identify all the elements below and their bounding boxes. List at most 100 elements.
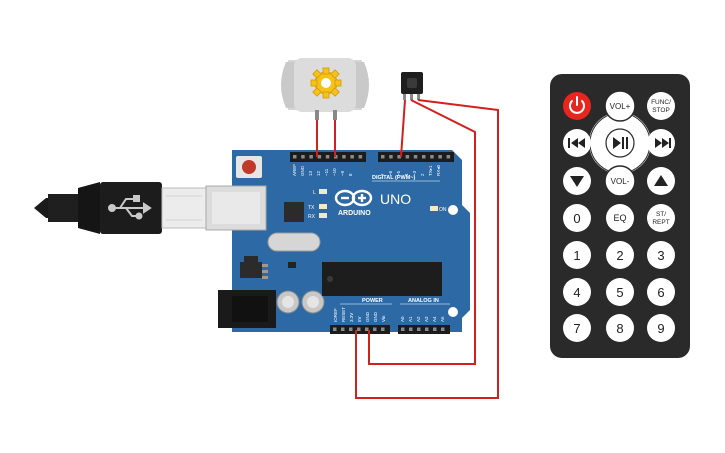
pin-hole[interactable] — [309, 155, 313, 159]
wires — [316, 99, 499, 399]
ir-receiver[interactable] — [401, 72, 423, 100]
pin-label-reset: RESET — [341, 307, 346, 322]
pin-label-9: ~9 — [340, 170, 345, 176]
remote-down-button[interactable] — [563, 167, 591, 195]
pin-hole[interactable] — [365, 327, 369, 332]
led-rx-label: RX — [308, 214, 316, 220]
remote-vol-down-button[interactable]: VOL- — [604, 165, 636, 197]
pin-label-10: ~10 — [332, 168, 337, 176]
func-label-line1: FUNC/ — [651, 99, 671, 106]
pin-hole[interactable] — [381, 155, 385, 159]
pin-hole[interactable] — [358, 155, 363, 159]
pin-hole[interactable] — [381, 327, 385, 332]
led-on — [430, 206, 438, 211]
pin-hole[interactable] — [317, 155, 322, 159]
pin-hole[interactable] — [373, 327, 377, 332]
pin-hole[interactable] — [430, 155, 434, 159]
pin-label-12: 12 — [316, 170, 321, 176]
remote-button-8[interactable]: 8 — [606, 314, 634, 342]
remote-up-button[interactable] — [647, 167, 675, 195]
remote-st-rept-button[interactable]: ST/ REPT — [647, 204, 675, 232]
func-label-line2: STOP — [652, 107, 670, 114]
remote-button-9[interactable]: 9 — [647, 314, 675, 342]
remote-button-7[interactable]: 7 — [563, 314, 591, 342]
next-track-icon — [655, 138, 671, 148]
pin-hole[interactable] — [438, 155, 442, 159]
atmega328-chip — [322, 262, 442, 296]
remote-next-button[interactable] — [647, 129, 675, 157]
pin-hole[interactable] — [333, 327, 337, 332]
analog-header — [398, 325, 450, 334]
remote-button-0[interactable]: 0 — [563, 204, 591, 232]
crystal-oscillator — [267, 232, 321, 252]
power-icon — [569, 96, 585, 114]
pin-label-aref: AREF — [292, 164, 297, 176]
remote-button-4[interactable]: 4 — [563, 278, 591, 306]
remote-power-button[interactable] — [563, 92, 591, 120]
usb-cable[interactable] — [34, 182, 207, 234]
arduino-infinity-logo-icon — [334, 189, 373, 207]
pin-label-a1: A1 — [408, 316, 413, 322]
remote-button-1[interactable]: 1 — [563, 241, 591, 269]
pin-hole[interactable] — [301, 155, 305, 159]
vol-up-label-top: VOL+ — [610, 102, 631, 111]
pin-hole[interactable] — [405, 155, 410, 159]
pin-hole[interactable] — [350, 155, 354, 159]
pin-hole[interactable] — [293, 155, 297, 159]
dc-motor[interactable] — [281, 58, 369, 120]
gear-icon — [310, 67, 342, 99]
play-pause-icon — [613, 137, 628, 149]
button-4-label: 4 — [573, 285, 580, 300]
pin-hole[interactable] — [425, 327, 429, 332]
button-8-label: 8 — [616, 321, 623, 336]
remote-button-2[interactable]: 2 — [606, 241, 634, 269]
pin-label-4: 4 — [404, 173, 409, 176]
pin-label-vin: Vin — [381, 315, 386, 322]
capacitor — [276, 290, 300, 314]
pin-hole[interactable] — [433, 327, 437, 332]
pin-label-13: 13 — [308, 170, 313, 176]
pin-hole[interactable] — [342, 155, 346, 159]
remote-prev-button[interactable] — [563, 129, 591, 157]
button-9-label: 9 — [657, 321, 664, 336]
remote-play-pause-button[interactable] — [605, 128, 635, 158]
pin-label-a4: A4 — [432, 316, 437, 322]
pin-hole[interactable] — [422, 155, 426, 159]
vol-down-label: VOL- — [611, 177, 630, 186]
remote-button-3[interactable]: 3 — [647, 241, 675, 269]
arduino-uno-board[interactable]: L TX RX ON ARDUINO UNO DIGITAL (PWM~) AR… — [205, 150, 470, 334]
remote-func-stop-button[interactable]: FUNC/ STOP — [647, 92, 675, 120]
mounting-hole — [448, 205, 458, 215]
pin-label-2: 2 — [420, 173, 425, 176]
mounting-hole — [448, 307, 458, 317]
pin-label-rx: RX◂0 — [436, 164, 441, 176]
led-l-label: L — [313, 190, 316, 196]
pin-hole[interactable] — [409, 327, 413, 332]
pin-label-a5: A5 — [440, 316, 445, 322]
pin-hole[interactable] — [441, 327, 445, 332]
remote-eq-button[interactable]: EQ — [606, 204, 634, 232]
st-label-line1: ST/ — [656, 211, 666, 218]
arrow-down-icon — [570, 176, 584, 187]
power-label: POWER — [362, 298, 383, 304]
pin-hole[interactable] — [349, 327, 353, 332]
pin-label-a3: A3 — [424, 316, 429, 322]
pin-hole[interactable] — [446, 155, 451, 159]
pin-hole[interactable] — [401, 327, 405, 332]
pin-hole[interactable] — [357, 327, 361, 332]
pin-label-3v3: 3.3V — [349, 313, 354, 322]
pin-hole[interactable] — [417, 327, 421, 332]
pin-hole[interactable] — [413, 155, 418, 159]
reset-button[interactable] — [242, 160, 256, 174]
remote-button-5[interactable]: 5 — [606, 278, 634, 306]
arrow-up-icon — [654, 175, 668, 186]
pin-label-tx: TX▸1 — [428, 165, 433, 176]
pin-hole[interactable] — [397, 155, 401, 159]
voltage-regulator — [240, 256, 268, 279]
pin-hole[interactable] — [341, 327, 345, 332]
button-0-label: 0 — [573, 211, 580, 226]
pin-hole[interactable] — [389, 155, 393, 159]
pin-hole[interactable] — [325, 155, 330, 159]
remote-button-6[interactable]: 6 — [647, 278, 675, 306]
